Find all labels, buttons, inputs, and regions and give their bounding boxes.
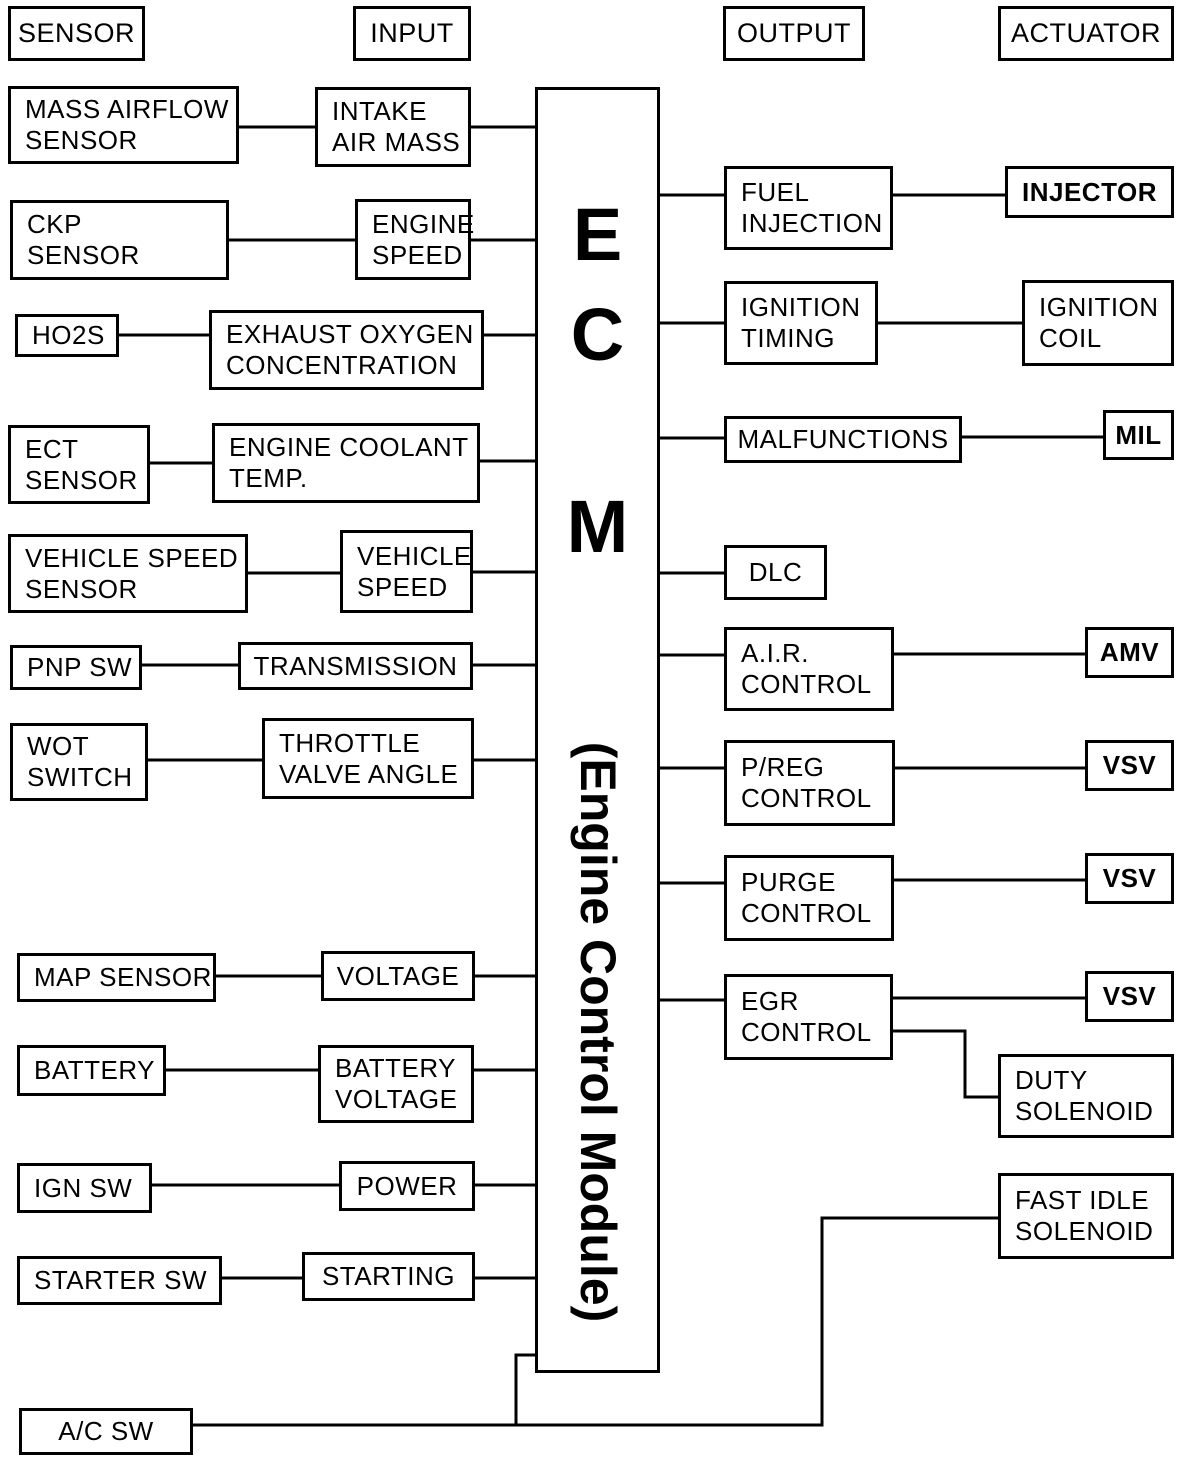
header-input: INPUT <box>353 6 471 61</box>
ecm-letter-e: E <box>572 193 623 276</box>
wire-ac <box>190 1353 538 1427</box>
sensor-pnp-switch: PNP SW <box>10 645 142 690</box>
output-malfunctions: MALFUNCTIONS <box>724 416 962 463</box>
sensor-battery: BATTERY <box>17 1045 166 1096</box>
actuator-amv: AMV <box>1085 627 1174 678</box>
header-actuator: ACTUATOR <box>998 6 1174 61</box>
output-dlc: DLC <box>724 545 827 600</box>
header-output: OUTPUT <box>723 6 865 61</box>
actuator-injector: INJECTOR <box>1005 166 1174 218</box>
wire-duty-solenoid <box>890 1029 1001 1099</box>
ecm-letter-m: M <box>566 485 629 568</box>
input-starting: STARTING <box>302 1252 475 1301</box>
ecm-block: E C M (Engine Control Module) <box>535 87 660 1373</box>
ecm-full-name: (Engine Control Module) <box>569 741 626 1323</box>
header-sensor: SENSOR <box>8 6 145 61</box>
output-air-control: A.I.R.CONTROL <box>724 627 894 711</box>
input-power: POWER <box>339 1161 475 1211</box>
actuator-mil: MIL <box>1103 410 1174 460</box>
wire-fast-idle <box>514 1216 1001 1427</box>
actuator-vsv-egr: VSV <box>1085 971 1174 1022</box>
input-voltage: VOLTAGE <box>321 951 475 1001</box>
ecm-letter-c: C <box>570 293 625 376</box>
actuator-vsv-preg: VSV <box>1085 740 1174 791</box>
sensor-map: MAP SENSOR <box>17 953 216 1002</box>
sensor-ho2s: HO2S <box>15 314 119 357</box>
sensor-starter-switch: STARTER SW <box>17 1256 222 1305</box>
actuator-vsv-purge: VSV <box>1085 853 1174 904</box>
sensor-ac-switch: A/C SW <box>19 1408 193 1455</box>
input-transmission: TRANSMISSION <box>238 642 473 690</box>
sensor-ign-switch: IGN SW <box>17 1163 152 1213</box>
